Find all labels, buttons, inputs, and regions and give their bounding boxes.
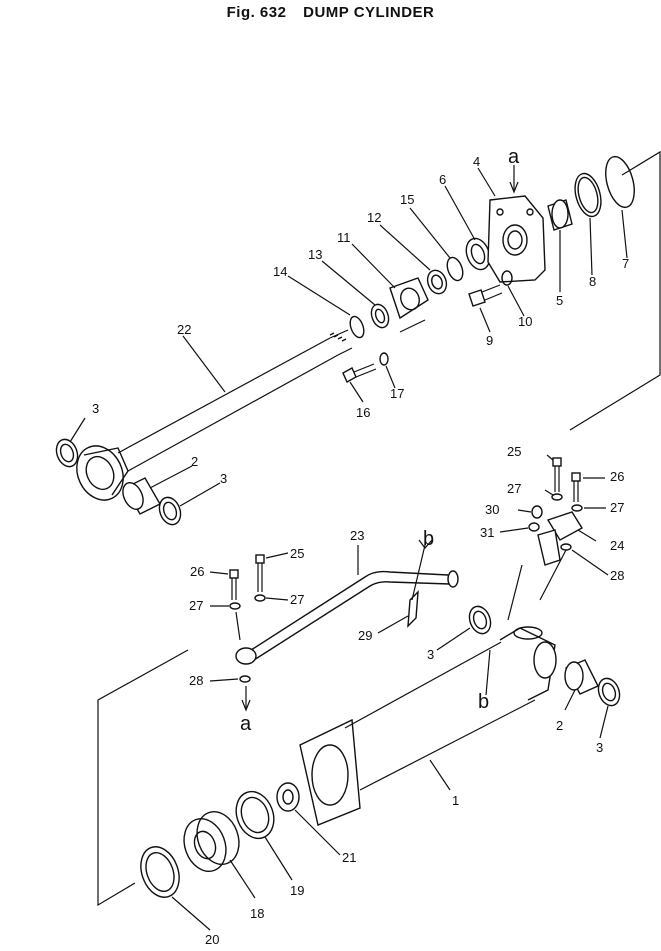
- part-30-nut: [531, 505, 543, 519]
- callout-26-right: 26: [610, 469, 624, 484]
- figure-name: DUMP CYLINDER: [303, 4, 435, 21]
- part-2-bushing-rod: [122, 477, 161, 515]
- part-23-pipe: [235, 570, 459, 665]
- frame-lines: [97, 150, 661, 907]
- part-4-head: [487, 195, 546, 283]
- part-9-bolt: [468, 284, 503, 307]
- figure-number: Fig. 632: [226, 4, 287, 21]
- part-3-dust-seal-rod-right: [158, 496, 182, 526]
- callout-22: 22: [177, 322, 191, 337]
- callout-19: 19: [290, 883, 304, 898]
- callout-10: 10: [518, 314, 532, 329]
- callout-21: 21: [342, 850, 356, 865]
- callout-3-rod-left: 3: [92, 401, 99, 416]
- part-29-clamp: [407, 590, 419, 628]
- part-26-bolt-left: [229, 569, 239, 600]
- callout-29: 29: [358, 628, 372, 643]
- part-13-packing: [370, 303, 390, 329]
- callout-25-right: 25: [507, 444, 521, 459]
- ref-b-top: b: [423, 528, 434, 550]
- part-3-dust-seal-rod-left: [55, 438, 79, 468]
- reference-letters: a a b b: [240, 146, 520, 735]
- part-7-ring: [605, 155, 635, 209]
- callout-30: 30: [485, 502, 499, 517]
- callout-15: 15: [400, 192, 414, 207]
- part-8-ring: [574, 172, 602, 218]
- part-22-piston-rod: [76, 329, 353, 501]
- callout-28-right: 28: [610, 568, 624, 583]
- leader-lines: [69, 165, 628, 931]
- callout-3-rod-right: 3: [220, 471, 227, 486]
- part-24-block: [537, 511, 583, 566]
- callout-27-left-a: 27: [189, 598, 203, 613]
- part-12-bushing: [426, 269, 448, 295]
- part-28-oring-left: [239, 675, 251, 683]
- part-21-nut: [276, 782, 300, 812]
- callout-16: 16: [356, 405, 370, 420]
- callout-20: 20: [205, 932, 219, 946]
- part-3-dust-seal-tube-right: [597, 677, 621, 707]
- callout-17: 17: [390, 386, 404, 401]
- part-31-washer: [528, 522, 540, 532]
- part-27-washer-left-a: [229, 602, 241, 610]
- part-28-oring-right: [560, 543, 572, 551]
- callout-1: 1: [452, 793, 459, 808]
- callout-13: 13: [308, 247, 322, 262]
- callout-3-tube-right: 3: [596, 740, 603, 755]
- part-10-washer: [501, 270, 513, 286]
- part-17-washer: [379, 352, 389, 366]
- callout-8: 8: [589, 274, 596, 289]
- callout-5: 5: [556, 293, 563, 308]
- ref-a-top: a: [508, 146, 520, 168]
- part-27-washer-right-a: [551, 493, 563, 501]
- callout-12: 12: [367, 210, 381, 225]
- part-1-cylinder-tube: [299, 626, 557, 826]
- callout-26-left: 26: [190, 564, 204, 579]
- callout-11: 11: [337, 230, 351, 245]
- callout-2-rod: 2: [191, 454, 198, 469]
- ref-a-bottom: a: [240, 713, 252, 735]
- callout-24: 24: [610, 538, 624, 553]
- part-27-washer-left-b: [254, 594, 266, 602]
- part-14-ring: [349, 315, 365, 339]
- part-5-bushing: [547, 199, 573, 231]
- part-27-washer-right-b: [571, 504, 583, 512]
- figure-title: Fig. 632 DUMP CYLINDER: [0, 4, 661, 21]
- part-25-bolt-right: [552, 457, 562, 492]
- part-2-bushing-tube: [564, 659, 599, 695]
- callout-28-left: 28: [189, 673, 203, 688]
- callout-25-left: 25: [290, 546, 304, 561]
- callout-14: 14: [273, 264, 287, 279]
- part-3-dust-seal-tube-top: [468, 605, 492, 635]
- part-11-rod-cover: [389, 277, 429, 320]
- callout-27-left-b: 27: [290, 592, 304, 607]
- callout-18: 18: [250, 906, 264, 921]
- part-6-bearing: [465, 237, 491, 271]
- ref-b-bottom: b: [478, 691, 489, 713]
- callout-9: 9: [486, 333, 493, 348]
- callout-4: 4: [473, 154, 480, 169]
- part-15-ring: [446, 256, 464, 282]
- callout-6: 6: [439, 172, 446, 187]
- part-20-ring: [140, 846, 180, 898]
- callout-3-tube-top: 3: [427, 647, 434, 662]
- part-18-piston: [183, 811, 240, 872]
- callout-7: 7: [622, 256, 629, 271]
- part-26-bolt-right: [571, 472, 581, 502]
- part-19-ring: [235, 790, 275, 840]
- callout-23: 23: [350, 528, 364, 543]
- part-16-bolt: [342, 363, 377, 383]
- part-25-bolt-left: [255, 554, 265, 592]
- callout-27-right-b: 27: [610, 500, 624, 515]
- callout-31: 31: [480, 525, 494, 540]
- callout-2-tube: 2: [556, 718, 563, 733]
- callout-27-right-a: 27: [507, 481, 521, 496]
- callout-numbers: 1 2 2 3 3 3 3 4 5 6 7 8 9 10 11 12 13 14…: [92, 154, 629, 947]
